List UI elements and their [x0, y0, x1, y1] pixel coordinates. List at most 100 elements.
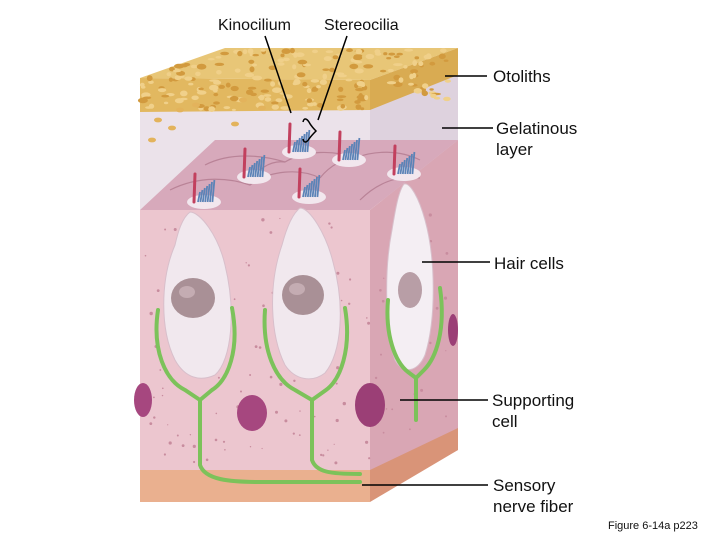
tissue-speck: [435, 306, 439, 310]
otolith-crystal: [209, 79, 220, 82]
tissue-speck: [279, 382, 283, 386]
stereocilium: [311, 178, 316, 198]
otolith-crystal: [168, 77, 173, 82]
tissue-speck: [328, 222, 331, 225]
otolith-crystal: [396, 52, 404, 56]
otolith-crystal: [293, 79, 301, 85]
tissue-speck: [336, 366, 340, 370]
hair-cells-label: Hair cells: [494, 254, 564, 273]
otolith-crystal: [180, 63, 188, 68]
otolith-crystal: [363, 64, 374, 69]
otolith-crystal: [322, 73, 328, 80]
tissue-speck: [193, 460, 196, 464]
gelatinous-label-line2: layer: [496, 140, 533, 159]
otolith-crystal: [252, 75, 263, 81]
stereocilium: [299, 135, 304, 153]
otolith-crystal: [234, 68, 241, 73]
tissue-speck: [293, 379, 296, 382]
tissue-speck: [429, 240, 433, 243]
otolith-crystal: [203, 106, 210, 112]
otolith-crystal: [353, 54, 362, 60]
stereocilium: [296, 137, 301, 153]
tissue-speck: [214, 438, 218, 442]
tissue-speck: [391, 408, 394, 411]
otolith-crystal: [430, 93, 437, 99]
tissue-speck: [334, 461, 338, 465]
otolith-crystal: [216, 70, 222, 75]
tissue-speck: [245, 262, 247, 264]
stereocilia-leader: [317, 35, 348, 121]
tissue-speck: [247, 264, 250, 267]
tissue-speck: [445, 252, 449, 255]
tissue-speck: [224, 449, 226, 451]
tissue-speck: [144, 254, 147, 257]
supporting-label-line2: cell: [492, 412, 518, 431]
otolith-crystal: [356, 81, 365, 87]
otolith-crystal: [158, 88, 167, 93]
otolith-crystal: [244, 72, 255, 78]
otolith-crystal: [252, 53, 259, 57]
otolith-crystal: [337, 74, 348, 78]
otolith-crystal: [242, 49, 248, 55]
tissue-speck: [443, 296, 448, 300]
stereocilium: [399, 161, 404, 175]
otolith-crystal: [213, 92, 219, 97]
nerve-label-line2: nerve fiber: [493, 497, 574, 516]
stereocilium: [309, 180, 314, 198]
otolith-crystal: [258, 94, 265, 101]
otolith-crystal: [263, 94, 272, 97]
supporting-cell-nucleus: [355, 383, 385, 427]
stereocilium: [342, 149, 346, 161]
kinocilium-leader: [264, 35, 292, 114]
hair-bundle: [187, 172, 221, 209]
otolith-crystal: [360, 107, 365, 111]
tissue-speck: [240, 390, 242, 393]
otolith-crystal: [196, 90, 207, 95]
tissue-speck: [269, 231, 273, 234]
tissue-speck: [340, 299, 343, 302]
sensory-nerve-fibers: [154, 286, 444, 484]
otolith-crystal: [154, 117, 162, 123]
otolith-crystal: [174, 76, 182, 81]
tissue-speck: [168, 441, 172, 445]
stereocilium: [344, 147, 349, 161]
otolith-crystal: [251, 63, 258, 67]
otolith-crystal: [393, 55, 400, 58]
otolith-crystal: [169, 66, 175, 72]
tissue-speck: [161, 394, 164, 397]
otolith-crystal: [260, 49, 266, 52]
tissue-speck: [420, 388, 424, 392]
otolith-crystal: [280, 53, 285, 58]
otolith-crystal: [316, 85, 321, 89]
stereocilium: [397, 163, 401, 175]
tissue-speck: [333, 443, 335, 445]
otolith-crystal: [440, 48, 447, 53]
otolith-crystal: [247, 86, 257, 90]
otolith-crystal: [306, 98, 313, 103]
hair-cell-middle: [272, 207, 341, 380]
basement-membrane-side: [370, 428, 458, 502]
otolith-crystal: [383, 52, 388, 56]
stereocilium: [292, 141, 296, 153]
otolith-crystal: [176, 107, 184, 113]
otolith-crystal: [281, 48, 291, 54]
otolith-crystal: [148, 137, 156, 143]
otolith-crystal: [195, 71, 201, 77]
kinocilium: [297, 167, 302, 199]
otolith-crystal: [207, 58, 215, 61]
otolith-crystal: [239, 97, 247, 103]
otolith-crystal: [292, 64, 297, 70]
hair-bundles: [187, 122, 421, 209]
otolith-crystal: [418, 61, 424, 67]
tissue-speck: [262, 304, 265, 308]
tissue-speck: [429, 341, 432, 345]
otolith-crystal: [264, 97, 272, 102]
tissue-speck: [153, 416, 156, 419]
otolith-crystal: [229, 95, 239, 102]
tissue-speck: [159, 369, 162, 371]
tissue-speck: [445, 415, 447, 418]
otolith-crystal: [223, 106, 231, 110]
otolith-crystal: [248, 59, 255, 64]
otolith-crystal: [166, 72, 172, 77]
tissue-speck: [409, 428, 411, 431]
